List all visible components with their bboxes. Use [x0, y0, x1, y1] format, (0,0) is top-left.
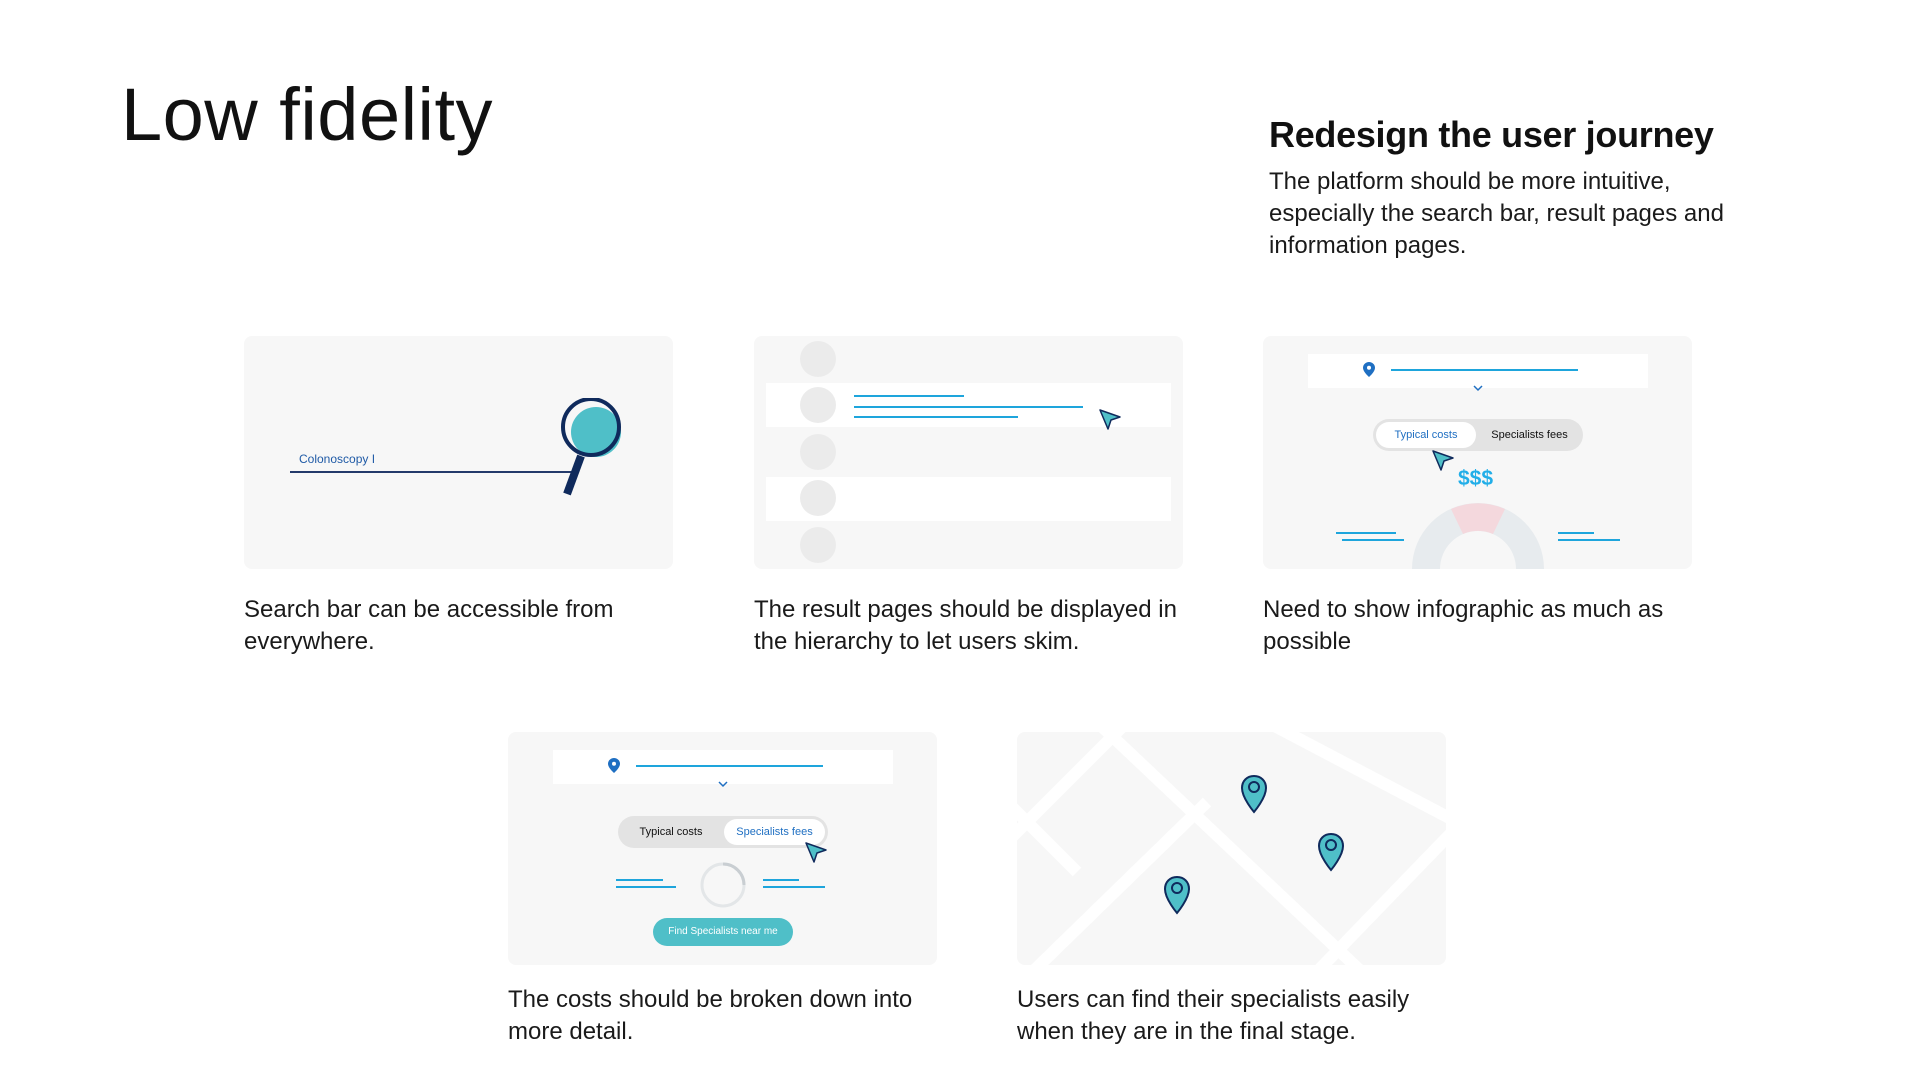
results-caption: The result pages should be displayed in …: [754, 596, 1177, 655]
location-pin-icon: [1363, 362, 1375, 377]
legend-line: [1558, 532, 1594, 534]
cost-type-toggle[interactable]: Typical costs Specialists fees: [1373, 419, 1583, 451]
toggle-specialists-fees[interactable]: Specialists fees: [724, 819, 825, 845]
legend-line: [763, 879, 799, 881]
map-mockup-card: [1017, 732, 1446, 965]
search-underline: [290, 471, 574, 473]
legend-line: [616, 879, 663, 881]
legend-line: [1336, 532, 1396, 534]
intro-body: The platform should be more intuitive, e…: [1269, 168, 1724, 259]
search-input-text[interactable]: Colonoscopy I: [299, 452, 376, 466]
search-mockup-card: Colonoscopy I: [244, 336, 673, 569]
map-pin-icon[interactable]: [1239, 774, 1269, 814]
results-mockup-card: [754, 336, 1183, 569]
legend-line: [616, 886, 676, 888]
location-search-bar[interactable]: [1308, 354, 1648, 388]
cursor-icon: [1099, 409, 1121, 430]
result-text-line: [854, 416, 1018, 418]
location-input-line: [1391, 369, 1578, 371]
costs-caption: The costs should be broken down into mor…: [508, 986, 913, 1045]
result-avatar: [800, 434, 836, 470]
legend-line: [1558, 539, 1620, 541]
cost-type-toggle[interactable]: Typical costs Specialists fees: [618, 816, 828, 848]
map-streets: [1017, 732, 1446, 965]
toggle-specialists-fees[interactable]: Specialists fees: [1491, 429, 1568, 441]
chevron-down-icon[interactable]: [718, 780, 728, 788]
result-avatar: [800, 527, 836, 563]
location-search-bar[interactable]: [553, 750, 893, 784]
chevron-down-icon[interactable]: [1473, 384, 1483, 392]
search-caption: Search bar can be accessible from everyw…: [244, 596, 614, 655]
result-text-line: [854, 406, 1083, 408]
result-title-line: [854, 395, 964, 397]
intro-block: Redesign the user journey The platform s…: [1269, 114, 1829, 262]
magnifier-icon: [561, 398, 621, 496]
toggle-typical-costs[interactable]: Typical costs: [639, 826, 703, 838]
result-avatar: [800, 480, 836, 516]
cursor-icon: [805, 842, 827, 863]
find-specialists-button[interactable]: Find Specialists near me: [653, 918, 793, 946]
location-pin-icon: [608, 758, 620, 773]
page-title: Low fidelity: [121, 73, 494, 156]
map-pin-icon[interactable]: [1162, 875, 1192, 915]
infographic-mockup-card: Typical costs Specialists fees $$$: [1263, 336, 1692, 569]
loading-ring: [700, 862, 746, 908]
infographic-caption: Need to show infographic as much as poss…: [1263, 596, 1664, 655]
legend-line: [1342, 539, 1404, 541]
location-input-line: [636, 765, 823, 767]
result-avatar: [800, 387, 836, 423]
cost-gauge-chart: [1412, 503, 1544, 569]
map-pin-icon[interactable]: [1316, 832, 1346, 872]
map-caption: Users can find their specialists easily …: [1017, 986, 1410, 1045]
intro-heading: Redesign the user journey: [1269, 114, 1714, 155]
cursor-icon: [1432, 450, 1454, 471]
toggle-typical-costs[interactable]: Typical costs: [1376, 422, 1476, 448]
legend-line: [763, 886, 825, 888]
price-label: $$$: [1458, 467, 1494, 490]
costs-mockup-card: Typical costs Specialists fees Find Spec…: [508, 732, 937, 965]
result-avatar: [800, 341, 836, 377]
